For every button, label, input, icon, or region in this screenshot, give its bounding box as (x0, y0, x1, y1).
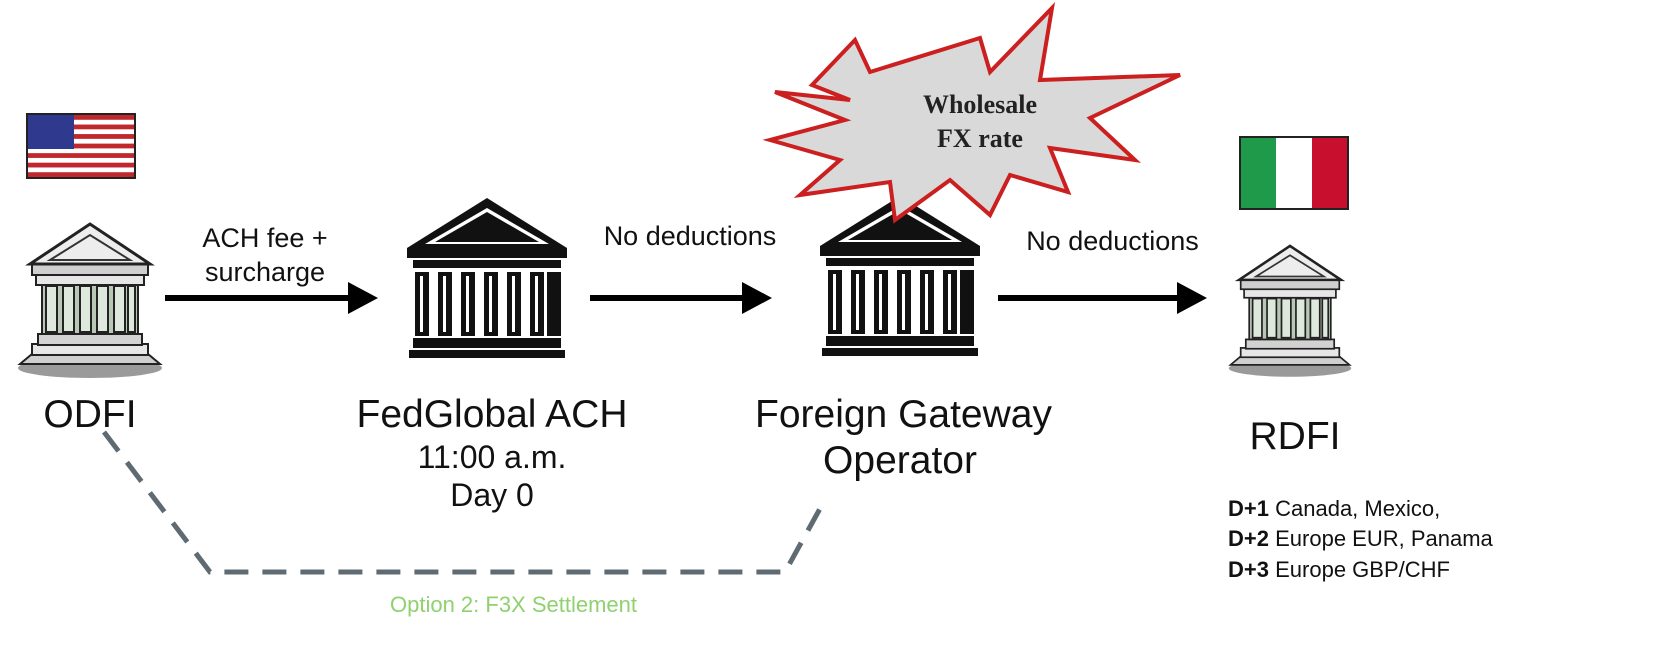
edge-label-no-deductions-1: No deductions (603, 221, 777, 251)
edge-label-no-deductions-2: No deductions (1026, 226, 1199, 256)
us-flag-stripe (28, 143, 134, 149)
burst-label: Wholesale FX rate (922, 90, 1038, 153)
us-flag-stripe (28, 134, 134, 139)
settlement-dashed-path (102, 430, 825, 575)
us-flag-stripe (28, 153, 134, 158)
us-flag-stripe (28, 162, 134, 168)
settlement-timing-list: D+1 Canada, Mexico, D+2 Europe EUR, Pana… (1228, 494, 1493, 585)
settlement-row: D+3 Europe GBP/CHF (1228, 556, 1450, 582)
italy-flag-icon (1239, 136, 1349, 210)
rdfi-label: RDFI (1249, 415, 1341, 458)
odfi-bank-icon (16, 222, 164, 380)
settlement-row: D+1 Canada, Mexico, (1228, 496, 1441, 521)
fx-rate-burst (762, 2, 1181, 224)
fedglobal-label: FedGlobal ACH 11:00 a.m. Day 0 (356, 393, 628, 514)
fedglobal-bank-icon (407, 198, 567, 358)
us-flag-stripe (28, 124, 134, 130)
settlement-row: D+2 Europe EUR, Panama (1228, 526, 1493, 552)
rdfi-bank-icon (1227, 244, 1353, 379)
us-flag-icon (26, 113, 136, 179)
gateway-bank-icon (820, 196, 980, 356)
odfi-label: ODFI (43, 393, 137, 436)
option-settlement-label: Option 2: F3X Settlement (390, 592, 638, 617)
us-flag-stripe (28, 172, 134, 177)
us-flag-stripe (28, 115, 134, 120)
edge-label-ach-fee: ACH fee + surcharge (202, 223, 328, 287)
gateway-label: Foreign Gateway Operator (755, 393, 1052, 483)
